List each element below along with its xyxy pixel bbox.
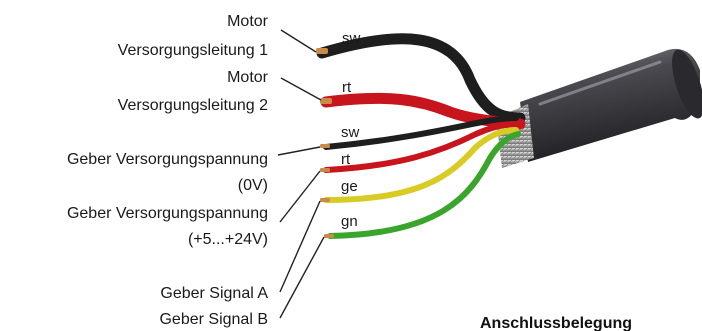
copper-tip-4 (320, 168, 330, 172)
label-geber0v-value: (0V) (238, 177, 268, 194)
label-motor2-title: Motor (227, 69, 269, 86)
connection-labels: Motor Versorgungsleitung 1 Motor Versorg… (67, 13, 269, 328)
wire-yellow (323, 127, 519, 203)
code-sw-1: sw (342, 30, 361, 47)
label-signal-a: Geber Signal A (160, 285, 268, 302)
code-rt-1: rt (342, 79, 352, 96)
code-ge: ge (341, 178, 358, 195)
copper-tip-1 (316, 48, 328, 54)
leader-signal-b (279, 236, 325, 319)
leader-motor1 (280, 29, 317, 53)
label-motor1-desc: Versorgungsleitung 1 (118, 42, 268, 59)
leader-geber24 (279, 170, 321, 223)
wire-green (327, 131, 521, 239)
copper-tip-3 (320, 144, 330, 148)
label-geber24-value: (+5...+24V) (188, 231, 268, 248)
leader-motor2 (280, 77, 322, 101)
leader-geber0v (277, 146, 321, 156)
copper-tip-5 (320, 198, 330, 202)
wire-black-2 (323, 115, 519, 150)
label-motor2-desc: Versorgungsleitung 2 (118, 97, 268, 114)
wire-black-1 (316, 33, 526, 124)
label-geber0v-title: Geber Versorgungspannung (67, 151, 268, 168)
copper-tips (316, 48, 334, 238)
code-gn: gn (341, 213, 358, 230)
cable-jacket (520, 48, 702, 162)
code-rt-2: rt (341, 151, 351, 168)
code-sw-2: sw (341, 124, 360, 141)
label-signal-b: Geber Signal B (159, 311, 268, 328)
label-motor1-title: Motor (227, 13, 269, 30)
wire-codes: sw rt sw rt ge gn (341, 30, 361, 230)
diagram-caption: Anschlussbelegung (480, 315, 632, 331)
label-geber24-title: Geber Versorgungspannung (67, 205, 268, 222)
copper-tip-2 (320, 98, 332, 104)
leader-lines (277, 29, 325, 319)
leader-signal-a (279, 200, 321, 293)
copper-tip-6 (324, 234, 334, 238)
wires (316, 33, 526, 239)
wire-red-2 (323, 121, 519, 173)
